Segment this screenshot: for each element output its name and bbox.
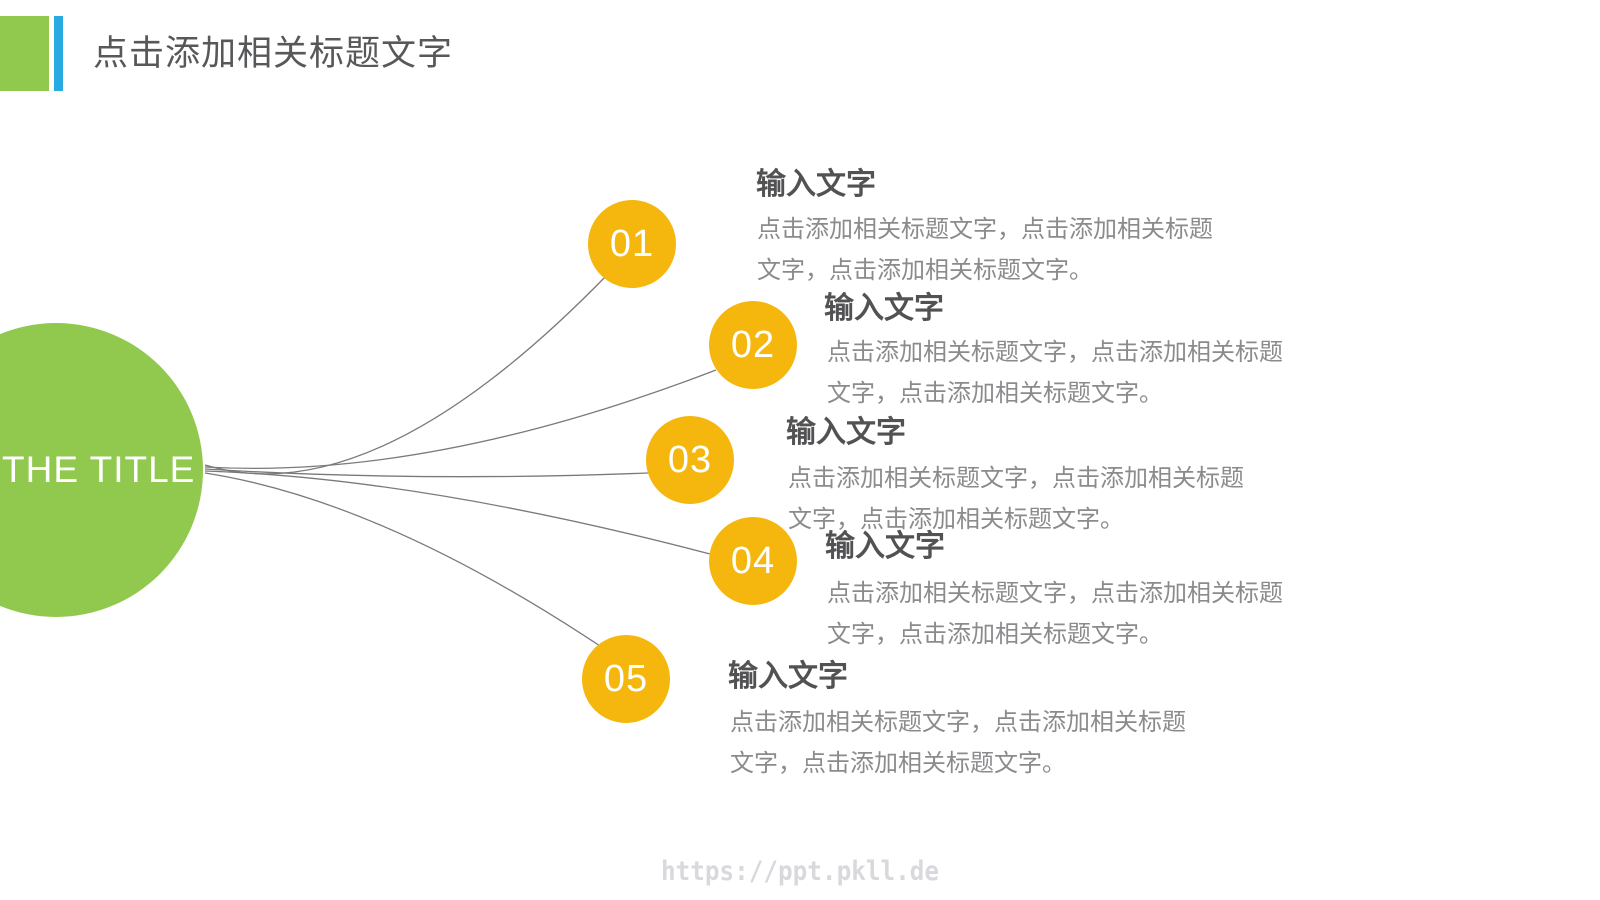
item-02-body-line1: 点击添加相关标题文字，点击添加相关标题 [827,339,1283,366]
item-05-body[interactable]: 点击添加相关标题文字，点击添加相关标题 文字，点击添加相关标题文字。 [730,702,1186,784]
item-02-number: 02 [730,323,776,366]
item-01-body-line1: 点击添加相关标题文字，点击添加相关标题 [757,216,1213,243]
connector-line-04 [204,470,711,555]
item-05-number-circle[interactable]: 05 [582,635,670,723]
item-01-body[interactable]: 点击添加相关标题文字，点击添加相关标题 文字，点击添加相关标题文字。 [757,209,1213,291]
item-03-body-line1: 点击添加相关标题文字，点击添加相关标题 [788,465,1244,492]
connector-line-01 [204,273,609,475]
slide-title[interactable]: 点击添加相关标题文字 [93,34,454,73]
item-05-body-line2: 文字，点击添加相关标题文字。 [730,750,1066,777]
item-01-body-line2: 文字，点击添加相关标题文字。 [757,257,1093,284]
item-01-heading[interactable]: 输入文字 [756,168,876,201]
item-04-body-line2: 文字，点击添加相关标题文字。 [827,621,1163,648]
item-04-number-circle[interactable]: 04 [709,517,797,605]
item-01-number: 01 [609,222,655,265]
item-05-heading[interactable]: 输入文字 [728,660,848,693]
item-02-number-circle[interactable]: 02 [709,301,797,389]
item-04-number: 04 [730,539,776,582]
item-05-body-line1: 点击添加相关标题文字，点击添加相关标题 [730,709,1186,736]
item-02-heading[interactable]: 输入文字 [824,292,944,325]
item-03-number-circle[interactable]: 03 [646,416,734,504]
item-03-body-line2: 文字，点击添加相关标题文字。 [788,506,1124,533]
connector-line-02 [204,369,717,469]
item-05-number: 05 [603,657,649,700]
item-02-body-line2: 文字，点击添加相关标题文字。 [827,380,1163,407]
item-03-number: 03 [667,438,713,481]
header-accent-square [0,16,49,91]
connector-line-03 [204,468,649,478]
hub-label: THE TITLE [2,449,196,490]
item-03-heading[interactable]: 输入文字 [786,416,906,449]
watermark-url: https://ppt.pkll.de [661,856,939,887]
item-01-number-circle[interactable]: 01 [588,200,676,288]
item-02-body[interactable]: 点击添加相关标题文字，点击添加相关标题 文字，点击添加相关标题文字。 [827,332,1283,414]
item-03-body[interactable]: 点击添加相关标题文字，点击添加相关标题 文字，点击添加相关标题文字。 [788,458,1244,540]
item-04-body[interactable]: 点击添加相关标题文字，点击添加相关标题 文字，点击添加相关标题文字。 [827,573,1283,655]
item-04-body-line1: 点击添加相关标题文字，点击添加相关标题 [827,580,1283,607]
item-04-heading[interactable]: 输入文字 [825,530,945,563]
header-accent-bar [54,16,63,91]
connector-line-05 [204,472,601,647]
